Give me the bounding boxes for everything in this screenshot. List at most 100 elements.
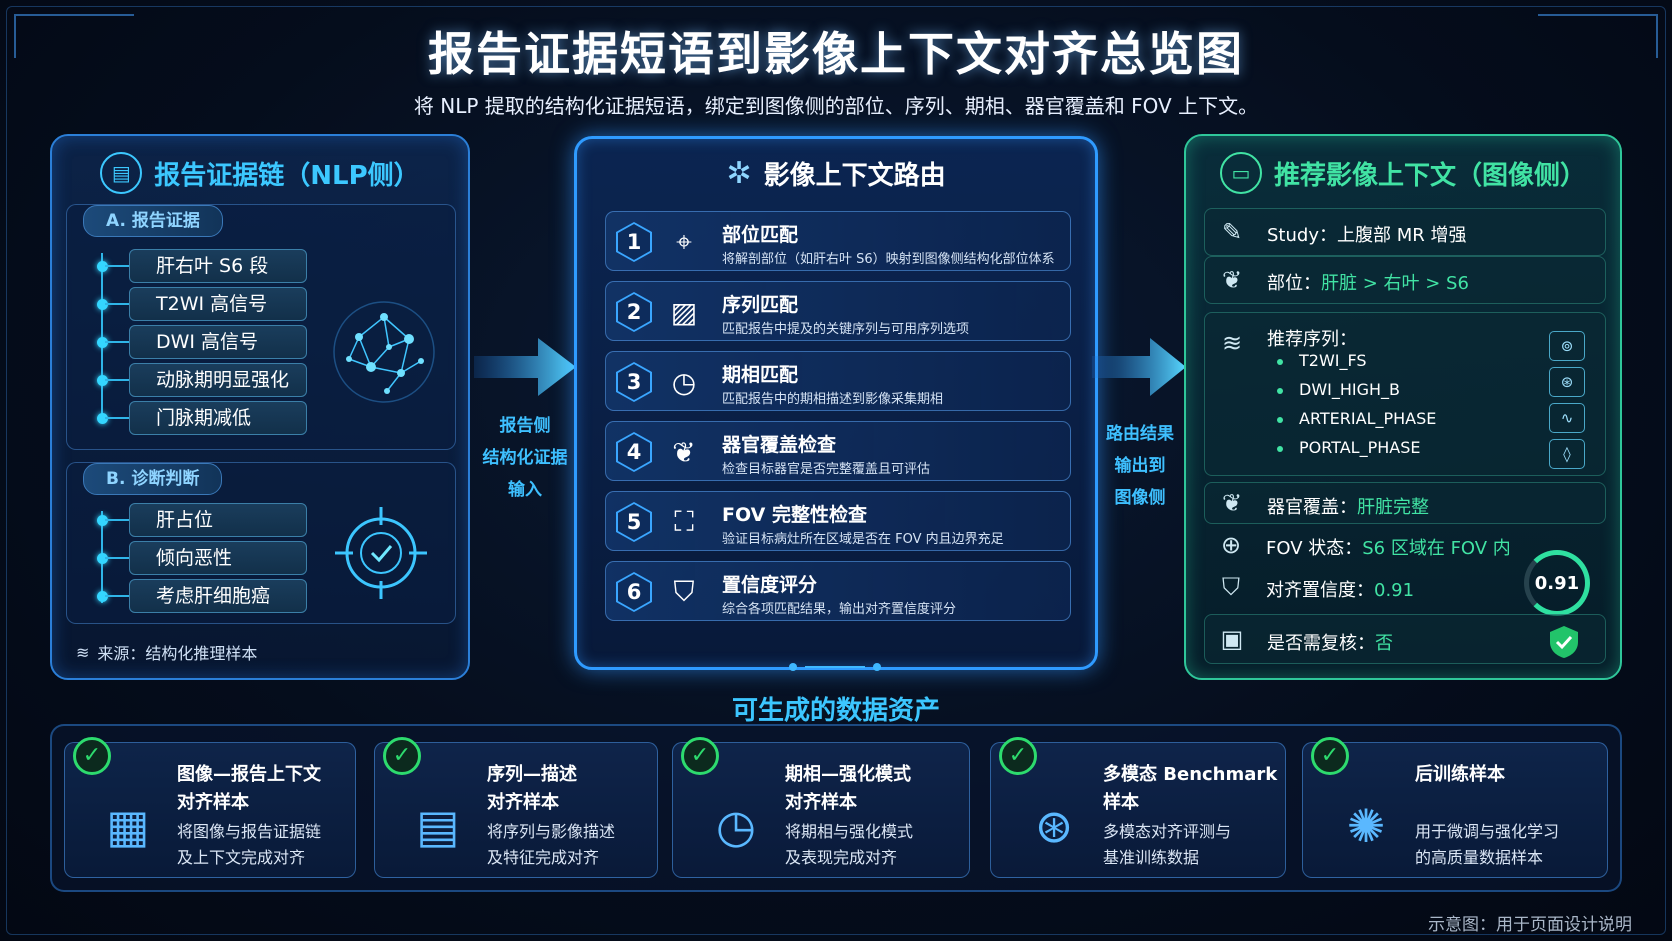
- arrow-label-line: 输入: [508, 480, 542, 500]
- diagnosis-chip: 考虑肝细胞癌: [129, 579, 307, 613]
- check-icon: ✓: [1311, 737, 1349, 775]
- tree-node: [97, 413, 108, 424]
- right-panel-header: ▭ 推荐影像上下文（图像侧）: [1186, 152, 1620, 194]
- asset-card: ✓ ✺ 后训练样本 用于微调与强化学习 的高质量数据样本: [1302, 737, 1608, 878]
- benchmark-network-icon: ⊛: [1034, 799, 1074, 853]
- diagnosis-chip: 肝占位: [129, 503, 307, 537]
- series-item: PORTAL_PHASE: [1277, 438, 1420, 457]
- asset-card-desc: 将序列与影像描述 及特征完成对齐: [487, 822, 616, 867]
- middle-panel-header: ✲ 影像上下文路由: [577, 155, 1095, 192]
- output-arrow-label: 路由结果 输出到 图像侧: [1084, 418, 1196, 514]
- step-number-badge: 2: [616, 292, 652, 332]
- check-icon: ✓: [383, 737, 421, 775]
- asset-card-desc: 将期相与强化模式 及表现完成对齐: [785, 822, 914, 867]
- routing-step: 5 ⛶ FOV 完整性检查 验证目标病灶所在区域是否在 FOV 内且边界充足: [605, 491, 1071, 551]
- edit-icon: ✎: [1221, 218, 1243, 246]
- tree-connector: [105, 303, 131, 305]
- tree-connector: [105, 519, 131, 521]
- step-number-badge: 5: [616, 502, 652, 542]
- organ-value: 肝脏完整: [1357, 497, 1429, 518]
- study-value: 上腹部 MR 增强: [1336, 225, 1467, 246]
- confidence-gauge: 0.91: [1524, 550, 1590, 616]
- routing-step: 1 ⌖ 部位匹配 将解剖部位（如肝右叶 S6）映射到图像侧结构化部位体系: [605, 211, 1071, 271]
- step-description: 综合各项匹配结果，输出对齐置信度评分: [722, 602, 957, 617]
- step-number: 3: [618, 364, 650, 400]
- routing-step: 3 ◷ 期相匹配 匹配报告中的期相描述到影像采集期相: [605, 351, 1071, 411]
- arrow-label-line: 结构化证据: [482, 448, 568, 468]
- asset-card-desc: 多模态对齐评测与 基准训练数据: [1103, 822, 1232, 867]
- series-item: ARTERIAL_PHASE: [1277, 409, 1436, 428]
- outer-frame: [6, 6, 1666, 935]
- nlp-evidence-panel: ▤ 报告证据链（NLP侧） A. 报告证据 肝右叶 S6 段 T2WI 高信号 …: [50, 134, 470, 680]
- check-icon: ✓: [73, 737, 111, 775]
- asset-card: ✓ ◷ 期相—强化模式 对齐样本 将期相与强化模式 及表现完成对齐: [672, 737, 970, 878]
- step-title: 期相匹配: [722, 364, 799, 386]
- asset-card: ✓ ▤ 序列—描述 对齐样本 将序列与影像描述 及特征完成对齐: [374, 737, 658, 878]
- step-number: 1: [618, 224, 650, 260]
- step-number: 5: [618, 504, 650, 540]
- asset-card-title: 序列—描述 对齐样本: [487, 764, 577, 813]
- step-number: 4: [618, 434, 650, 470]
- series-item: DWI_HIGH_B: [1277, 380, 1400, 399]
- source-note: ≋ 来源：结构化推理样本: [76, 640, 257, 664]
- left-panel-header: ▤ 报告证据链（NLP侧）: [52, 152, 468, 194]
- routing-step: 2 ▨ 序列匹配 匹配报告中提及的关键序列与可用序列选项: [605, 281, 1071, 341]
- confidence-key: 对齐置信度：: [1266, 580, 1374, 601]
- footer-note: 示意图：用于页面设计说明: [1428, 915, 1632, 935]
- evidence-chip: T2WI 高信号: [129, 287, 307, 321]
- site-value: 肝脏 > 右叶 > S6: [1321, 273, 1469, 294]
- step-description: 将解剖部位（如肝右叶 S6）映射到图像侧结构化部位体系: [722, 252, 1055, 267]
- evidence-chip: DWI 高信号: [129, 325, 307, 359]
- tree-node: [97, 515, 108, 526]
- target-icon: [331, 503, 431, 603]
- step-description: 验证目标病灶所在区域是否在 FOV 内且边界充足: [722, 532, 1004, 547]
- arrow-label-line: 输出到: [1114, 456, 1166, 476]
- arrow-label-line: 路由结果: [1106, 424, 1174, 444]
- series-type-icon: ⊚: [1549, 331, 1585, 361]
- diagnosis-section: B. 诊断判断 肝占位 倾向恶性 考虑肝细胞癌: [66, 462, 456, 624]
- database-icon: ≋: [76, 642, 90, 662]
- step-description: 检查目标器官是否完整覆盖且可评估: [722, 462, 931, 477]
- right-panel-title: 推荐影像上下文（图像侧）: [1273, 160, 1586, 191]
- tree-connector: [105, 265, 131, 267]
- step-title: 器官覆盖检查: [722, 434, 837, 456]
- step-number-badge: 4: [616, 432, 652, 472]
- routing-panel: ✲ 影像上下文路由 1 ⌖ 部位匹配 将解剖部位（如肝右叶 S6）映射到图像侧结…: [574, 136, 1098, 671]
- shield-icon: ⛉: [1222, 573, 1240, 601]
- asset-card-title: 图像—报告上下文 对齐样本: [177, 764, 321, 813]
- fov-key: FOV 状态：: [1266, 538, 1363, 559]
- image-stack-icon: ▦: [106, 799, 150, 853]
- check-icon: ✓: [999, 737, 1037, 775]
- evidence-chip: 动脉期明显强化: [129, 363, 307, 397]
- asset-card-desc: 用于微调与强化学习 的高质量数据样本: [1415, 822, 1560, 867]
- step-number: 2: [618, 294, 650, 330]
- drop-icon: ◊: [1549, 439, 1585, 469]
- step-number-badge: 6: [616, 572, 652, 612]
- image-context-panel: ▭ 推荐影像上下文（图像侧） ✎ Study：上腹部 MR 增强 ❦ 部位：肝脏…: [1184, 134, 1622, 680]
- check-icon: ✓: [681, 737, 719, 775]
- evidence-chip: 肝右叶 S6 段: [129, 249, 307, 283]
- routing-step: 4 ❦ 器官覆盖检查 检查目标器官是否完整覆盖且可评估: [605, 421, 1071, 481]
- tree-node: [97, 553, 108, 564]
- tree-connector: [105, 417, 131, 419]
- step-number-badge: 3: [616, 362, 652, 402]
- fov-frame-icon: ⛶: [674, 505, 694, 538]
- assets-title: 可生成的数据资产: [731, 696, 940, 726]
- middle-panel-title: 影像上下文路由: [763, 161, 946, 191]
- clock-icon: ◷: [671, 365, 697, 399]
- liver-icon: ❦: [1221, 266, 1243, 294]
- step-title: FOV 完整性检查: [722, 504, 867, 526]
- routing-step: 6 ⛉ 置信度评分 综合各项匹配结果，输出对齐置信度评分: [605, 561, 1071, 621]
- step-number: 6: [618, 574, 650, 610]
- shield-icon: ⛉: [673, 575, 695, 608]
- hub-icon: ✲: [726, 156, 752, 191]
- step-title: 部位匹配: [722, 224, 799, 246]
- clipboard-icon: ▣: [1220, 625, 1244, 653]
- evidence-chip: 门脉期减低: [129, 401, 307, 435]
- step-description: 匹配报告中提及的关键序列与可用序列选项: [722, 322, 970, 337]
- page-title: 报告证据短语到影像上下文对齐总览图: [428, 27, 1244, 81]
- pager-dots: [789, 663, 889, 671]
- organ-row: ❦ 器官覆盖：肝脏完整: [1204, 482, 1606, 524]
- left-panel-title: 报告证据链（NLP侧）: [154, 160, 420, 191]
